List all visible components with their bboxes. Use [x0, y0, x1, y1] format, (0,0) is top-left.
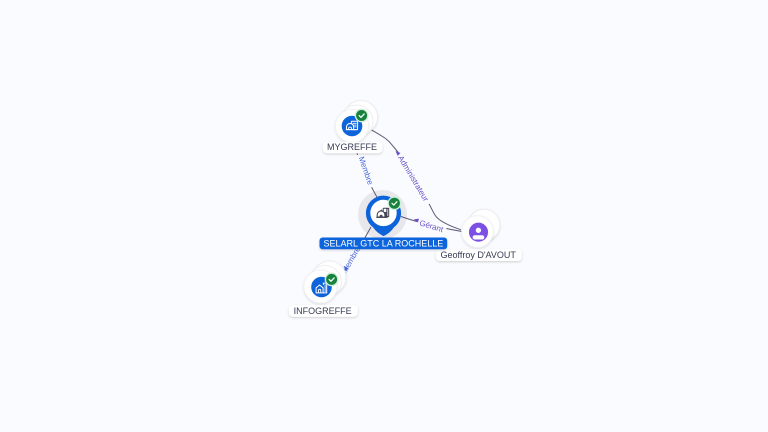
svg-text:Geoffroy D'AVOUT: Geoffroy D'AVOUT: [440, 250, 516, 260]
svg-text:INFOGREFFE: INFOGREFFE: [294, 306, 352, 316]
svg-text:SELARL GTC LA ROCHELLE: SELARL GTC LA ROCHELLE: [324, 239, 444, 249]
svg-text:MYGREFFE: MYGREFFE: [327, 142, 377, 152]
